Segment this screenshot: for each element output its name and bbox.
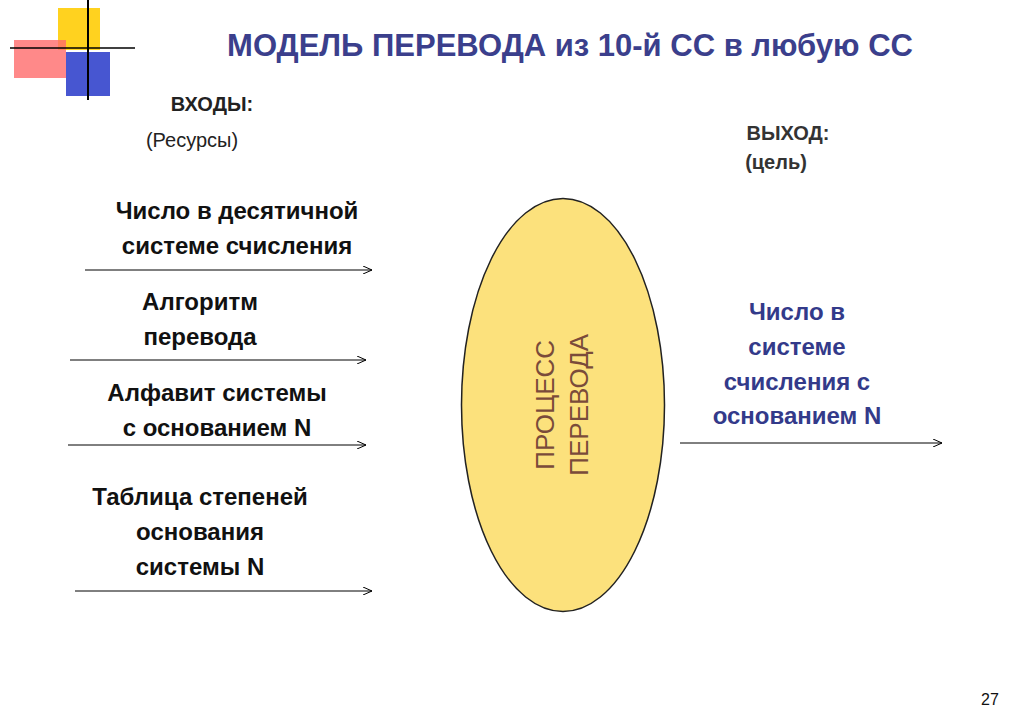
input-label: Алфавит системы с основанием N	[107, 376, 327, 446]
red-square	[14, 40, 66, 78]
input-label: Число в десятичной системе счисления	[87, 194, 387, 264]
ellipse-outline	[460, 197, 666, 613]
inputs-note: (Ресурсы)	[112, 126, 272, 155]
output-arrow	[680, 443, 942, 444]
page-number: 27	[970, 688, 1010, 711]
ellipse-shape	[462, 199, 665, 612]
inputs-heading: ВХОДЫ:	[132, 90, 292, 119]
input-label: Таблица степеней основания системы N	[89, 480, 311, 584]
process-text: ПРОЦЕСС ПЕРЕВОДА	[529, 320, 597, 490]
input-arrow	[85, 270, 372, 271]
output-note: (цель)	[716, 148, 836, 177]
input-arrow	[70, 360, 366, 361]
deco-line	[87, 0, 89, 100]
input-arrow	[68, 445, 366, 446]
deco-line	[10, 47, 135, 49]
input-label: Алгоритм перевода	[115, 285, 285, 355]
process-ellipse: ПРОЦЕСС ПЕРЕВОДА	[460, 197, 666, 613]
output-label: Число в системе счисления с основанием N	[712, 295, 882, 434]
input-arrow	[75, 591, 372, 592]
output-heading: ВЫХОД:	[713, 119, 863, 148]
slide-title: МОДЕЛЬ ПЕРЕВОДА из 10-й СС в любую СС	[150, 24, 990, 69]
